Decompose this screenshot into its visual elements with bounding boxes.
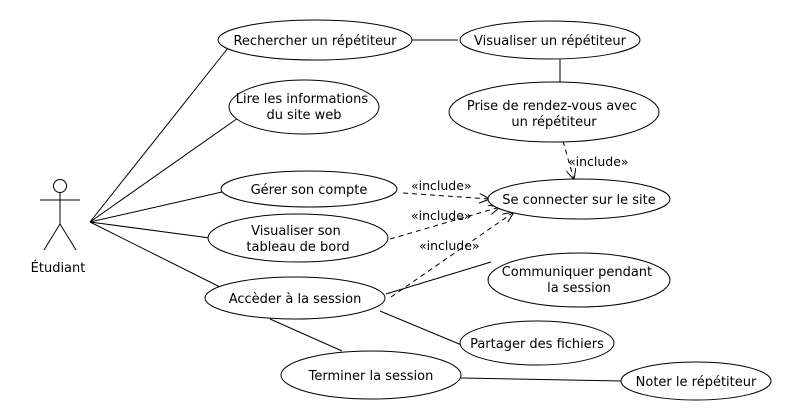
use-case-label: Noter le répétiteur <box>636 375 757 390</box>
assoc-gerer-compte <box>89 191 223 223</box>
include-arrow-gerer-compte <box>402 192 490 199</box>
link-acceder-partager <box>379 310 465 347</box>
include-label-visualiser-tableau: «include» <box>411 208 472 223</box>
use-case-visualiser-tableau: Visualiser son tableau de bord <box>207 213 389 263</box>
include-arrow-prise-rdv <box>562 140 574 180</box>
use-case-se-connecter: Se connecter sur le site <box>487 178 671 220</box>
use-case-prise-rdv: Prise de rendez-vous avec un répétiteur <box>448 81 660 143</box>
use-case-label: Communiquer pendant la session <box>502 265 657 296</box>
actor-associations <box>89 47 239 289</box>
assoc-lire-infos <box>89 117 239 223</box>
assoc-rechercher <box>89 47 229 223</box>
use-case-partager: Partager des fichiers <box>459 320 615 366</box>
use-case-label: Se connecter sur le site <box>502 193 655 208</box>
assoc-visualiser-tableau <box>89 221 211 239</box>
assoc-acceder-session <box>89 221 223 289</box>
use-case-label: Partager des fichiers <box>470 337 604 352</box>
link-acceder-terminer <box>269 318 343 352</box>
link-acceder-communiquer <box>385 261 492 295</box>
use-case-label: Terminer la session <box>308 369 434 384</box>
use-case-rechercher: Rechercher un répétiteur <box>217 19 413 61</box>
actor-left-leg <box>43 223 61 251</box>
actor-right-leg <box>59 223 77 251</box>
include-arrow-acceder-session <box>390 212 514 298</box>
include-label-prise-rdv: «include» <box>568 154 629 169</box>
link-terminer-noter <box>460 377 622 382</box>
actor-head <box>53 179 67 193</box>
use-case-label: Lire les informations du site web <box>236 92 373 123</box>
include-arrow-visualiser-tableau <box>389 207 500 240</box>
use-case-label: Visualiser un répétiteur <box>474 34 627 49</box>
use-case-gerer-compte: Gérer son compte <box>220 170 398 208</box>
use-case-terminer: Terminer la session <box>280 350 462 400</box>
use-case-lire-infos: Lire les informations du site web <box>228 79 380 135</box>
use-case-visualiser-repetiteur: Visualiser un répétiteur <box>459 20 641 60</box>
use-case-label: Rechercher un répétiteur <box>233 34 397 49</box>
include-label-acceder-session: «include» <box>419 238 480 253</box>
use-case-communiquer: Communiquer pendant la session <box>487 252 671 308</box>
use-case-label: Gérer son compte <box>251 183 368 198</box>
actor-label: Étudiant <box>31 260 86 276</box>
include-label-gerer-compte: «include» <box>411 178 472 193</box>
actor-etudiant: Étudiant <box>31 179 86 276</box>
include-relations: «include» «include» «include» «include» <box>389 140 629 298</box>
use-case-label: Accèder à la session <box>229 292 362 307</box>
solid-relations <box>269 39 622 382</box>
use-case-noter: Noter le répétiteur <box>620 361 772 401</box>
use-case-acceder-session: Accèder à la session <box>204 276 386 320</box>
use-case-label: Prise de rendez-vous avec un répétiteur <box>467 99 641 130</box>
use-case-label: Visualiser son tableau de bord <box>246 224 349 255</box>
